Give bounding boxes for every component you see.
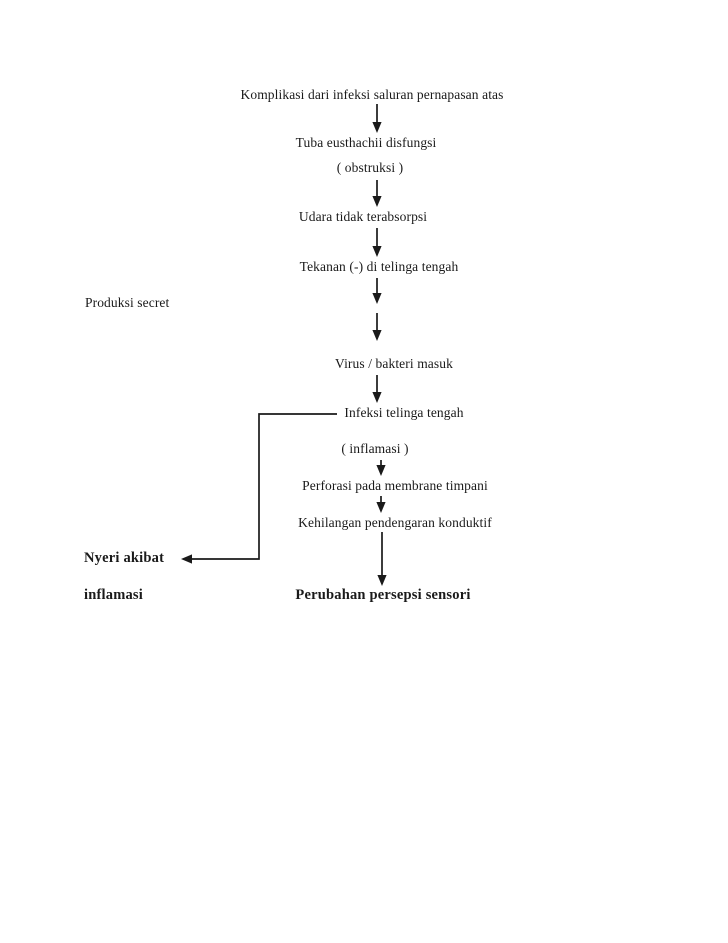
node-tuba-eusthachii-disfungsi: Tuba eusthachii disfungsi: [295, 135, 437, 150]
connector-c7: [376, 460, 386, 476]
connector-c6: [372, 375, 382, 403]
node-obstruksi: ( obstruksi ): [336, 160, 404, 175]
node-inflamasi-lanjutan: inflamasi: [84, 587, 143, 603]
node-udara-tidak-terabsorpsi: Udara tidak terabsorpsi: [298, 209, 428, 224]
node-komplikasi-isp-atas: Komplikasi dari infeksi saluran pernapas…: [240, 87, 504, 102]
connector-c8: [376, 496, 386, 513]
node-perforasi-membrane-timpani: Perforasi pada membrane timpani: [302, 478, 488, 493]
node-produksi-secret: Produksi secret: [85, 295, 170, 310]
connector-c3: [372, 228, 382, 257]
connector-c5: [372, 313, 382, 341]
connector-c2: [372, 180, 382, 207]
node-inflamasi: ( inflamasi ): [341, 441, 409, 456]
node-kehilangan-pendengaran-konduktif: Kehilangan pendengaran konduktif: [298, 515, 492, 530]
node-nyeri-akibat: Nyeri akibat: [84, 550, 165, 566]
node-virus-bakteri-masuk: Virus / bakteri masuk: [335, 356, 453, 371]
connector-c9: [377, 532, 387, 586]
connector-c1: [372, 104, 382, 133]
node-infeksi-telinga-tengah: Infeksi telinga tengah: [344, 405, 464, 420]
node-tekanan-negatif-telinga-tengah: Tekanan (-) di telinga tengah: [299, 259, 459, 274]
connector-c4: [372, 278, 382, 304]
node-perubahan-persepsi-sensori: Perubahan persepsi sensori: [295, 587, 471, 603]
